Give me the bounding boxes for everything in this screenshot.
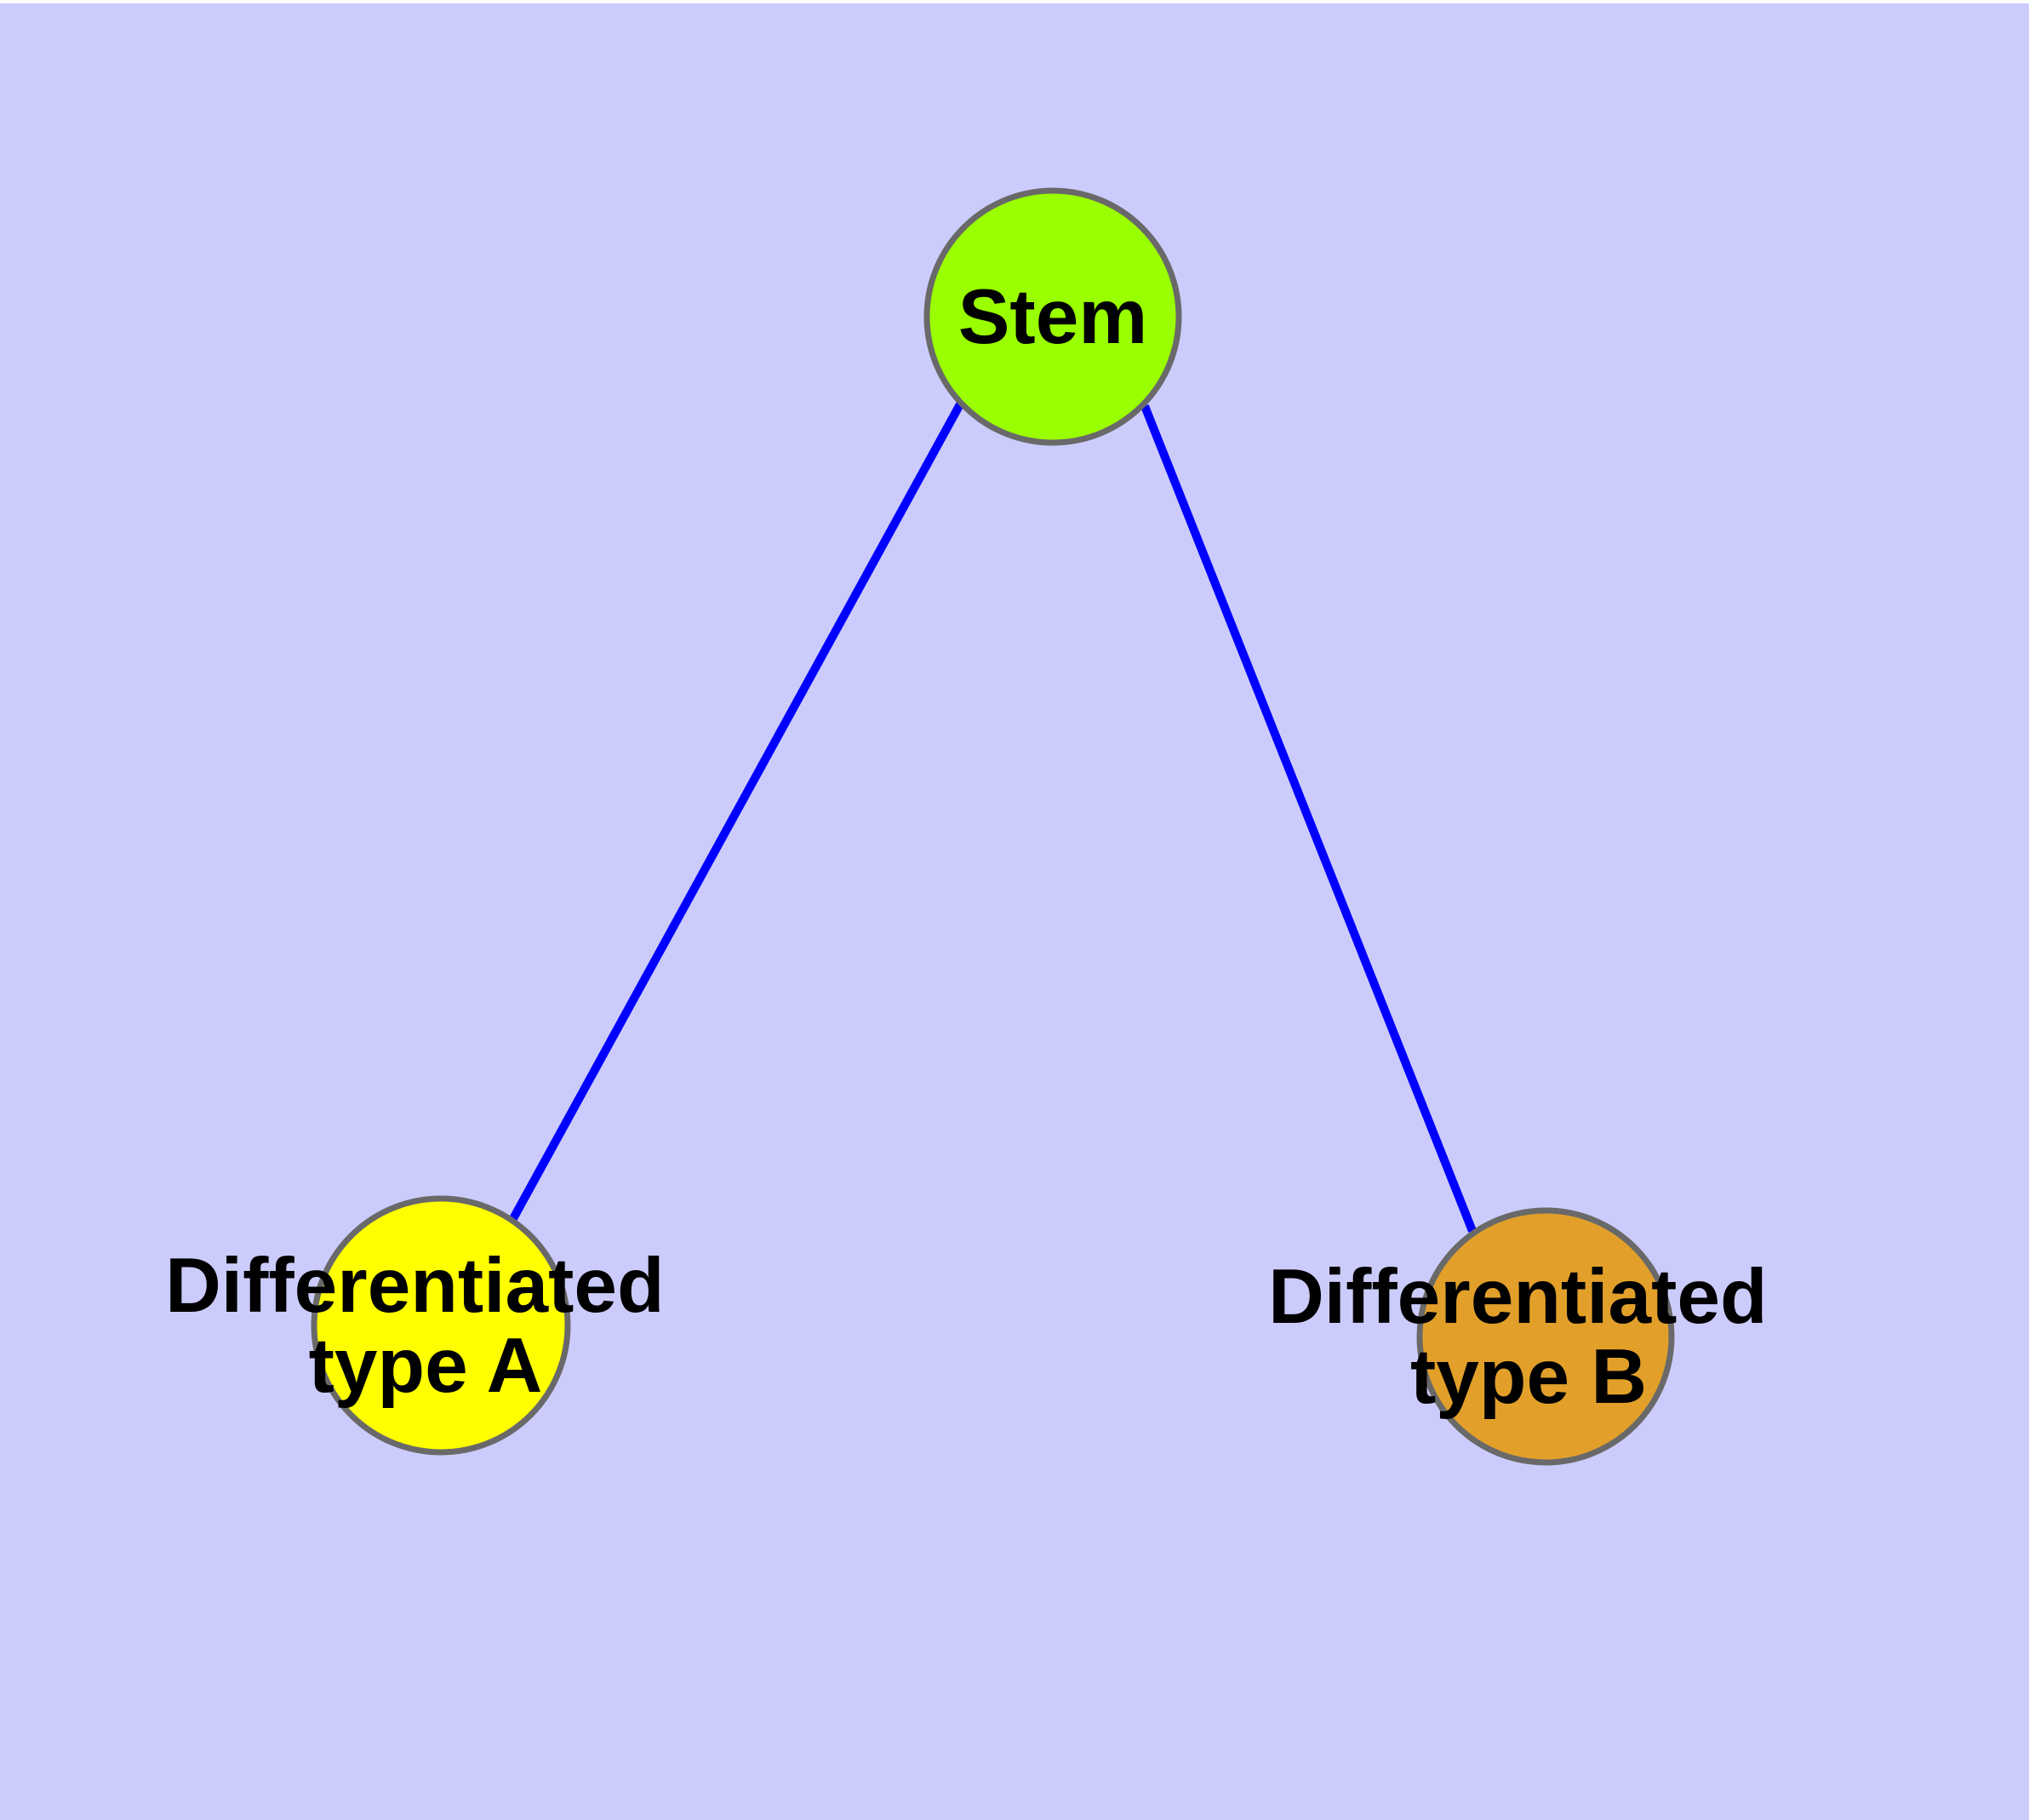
edge-layer <box>506 402 1477 1233</box>
node-diff-b[interactable]: Differentiated type B <box>1268 1207 1789 1466</box>
node-diff-a[interactable]: Differentiated type A <box>165 1195 686 1456</box>
node-diff-b-label-line1: Differentiated <box>1268 1254 1768 1340</box>
node-diff-a-label: Differentiated type A <box>165 1243 686 1409</box>
node-diff-a-label-line2: type A <box>309 1323 543 1409</box>
node-diff-a-label-line1: Differentiated <box>165 1243 665 1329</box>
node-diff-a-circle[interactable] <box>311 1195 571 1456</box>
node-stem-label: Stem <box>958 274 1148 360</box>
node-diff-b-label-line2: type B <box>1410 1334 1647 1420</box>
node-layer: Stem Differentiated type A Differentiate… <box>165 187 1789 1466</box>
edge-stem-diff-b[interactable] <box>1140 404 1477 1233</box>
node-stem-circle[interactable] <box>923 187 1182 446</box>
node-diff-b-circle[interactable] <box>1416 1207 1675 1466</box>
node-stem-label-line1: Stem <box>958 274 1148 360</box>
node-stem[interactable]: Stem <box>923 187 1182 446</box>
edge-stem-diff-a[interactable] <box>506 402 964 1226</box>
node-diff-b-label: Differentiated type B <box>1268 1254 1789 1420</box>
